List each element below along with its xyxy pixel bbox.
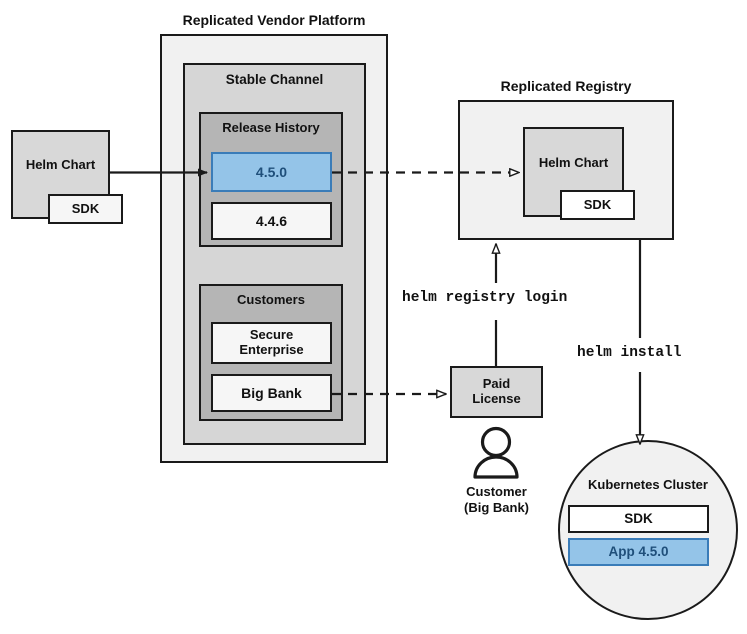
customer-actor-label: Customer (Big Bank) xyxy=(440,484,553,517)
registry-helm-chart-sdk-label: SDK xyxy=(583,196,612,212)
paid-license-line2: License xyxy=(472,391,521,406)
customer-big-bank[interactable]: Big Bank xyxy=(211,374,332,412)
cluster-sdk-label: SDK xyxy=(624,511,653,527)
release-history-label: Release History xyxy=(222,120,320,135)
kubernetes-cluster-label: Kubernetes Cluster xyxy=(588,477,708,492)
person-icon xyxy=(473,426,519,479)
release-4-4-6-label: 4.4.6 xyxy=(255,212,288,229)
source-helm-chart-label: Helm Chart xyxy=(25,157,96,172)
customer-secure-enterprise-line1: Secure xyxy=(249,327,294,343)
customer-secure-enterprise-line2: Enterprise xyxy=(239,342,304,357)
stable-channel-label: Stable Channel xyxy=(225,72,324,87)
vendor-platform-title: Replicated Vendor Platform xyxy=(182,12,366,28)
registry-helm-chart-sdk[interactable]: SDK xyxy=(560,190,635,220)
release-4-5-0-label: 4.5.0 xyxy=(255,163,288,180)
paid-license-line1: Paid xyxy=(482,376,511,392)
command-helm-registry-login: helm registry login xyxy=(402,290,568,306)
registry-helm-chart-label: Helm Chart xyxy=(538,155,609,170)
customer-actor-line2: (Big Bank) xyxy=(464,500,529,516)
source-helm-chart-sdk[interactable]: SDK xyxy=(48,194,123,224)
customer-actor-line1: Customer xyxy=(466,484,527,499)
command-helm-install: helm install xyxy=(577,345,682,361)
source-helm-chart-sdk-label: SDK xyxy=(71,200,100,216)
customer-big-bank-label: Big Bank xyxy=(241,384,302,401)
cluster-app-4-5-0[interactable]: App 4.5.0 xyxy=(568,538,709,566)
cluster-app-4-5-0-label: App 4.5.0 xyxy=(608,544,669,560)
paid-license[interactable]: Paid License xyxy=(450,366,543,418)
release-4-4-6[interactable]: 4.4.6 xyxy=(211,202,332,240)
registry-title: Replicated Registry xyxy=(500,78,632,94)
customers-label: Customers xyxy=(237,292,305,307)
release-4-5-0[interactable]: 4.5.0 xyxy=(211,152,332,192)
customer-secure-enterprise[interactable]: Secure Enterprise xyxy=(211,322,332,364)
cluster-sdk[interactable]: SDK xyxy=(568,505,709,533)
